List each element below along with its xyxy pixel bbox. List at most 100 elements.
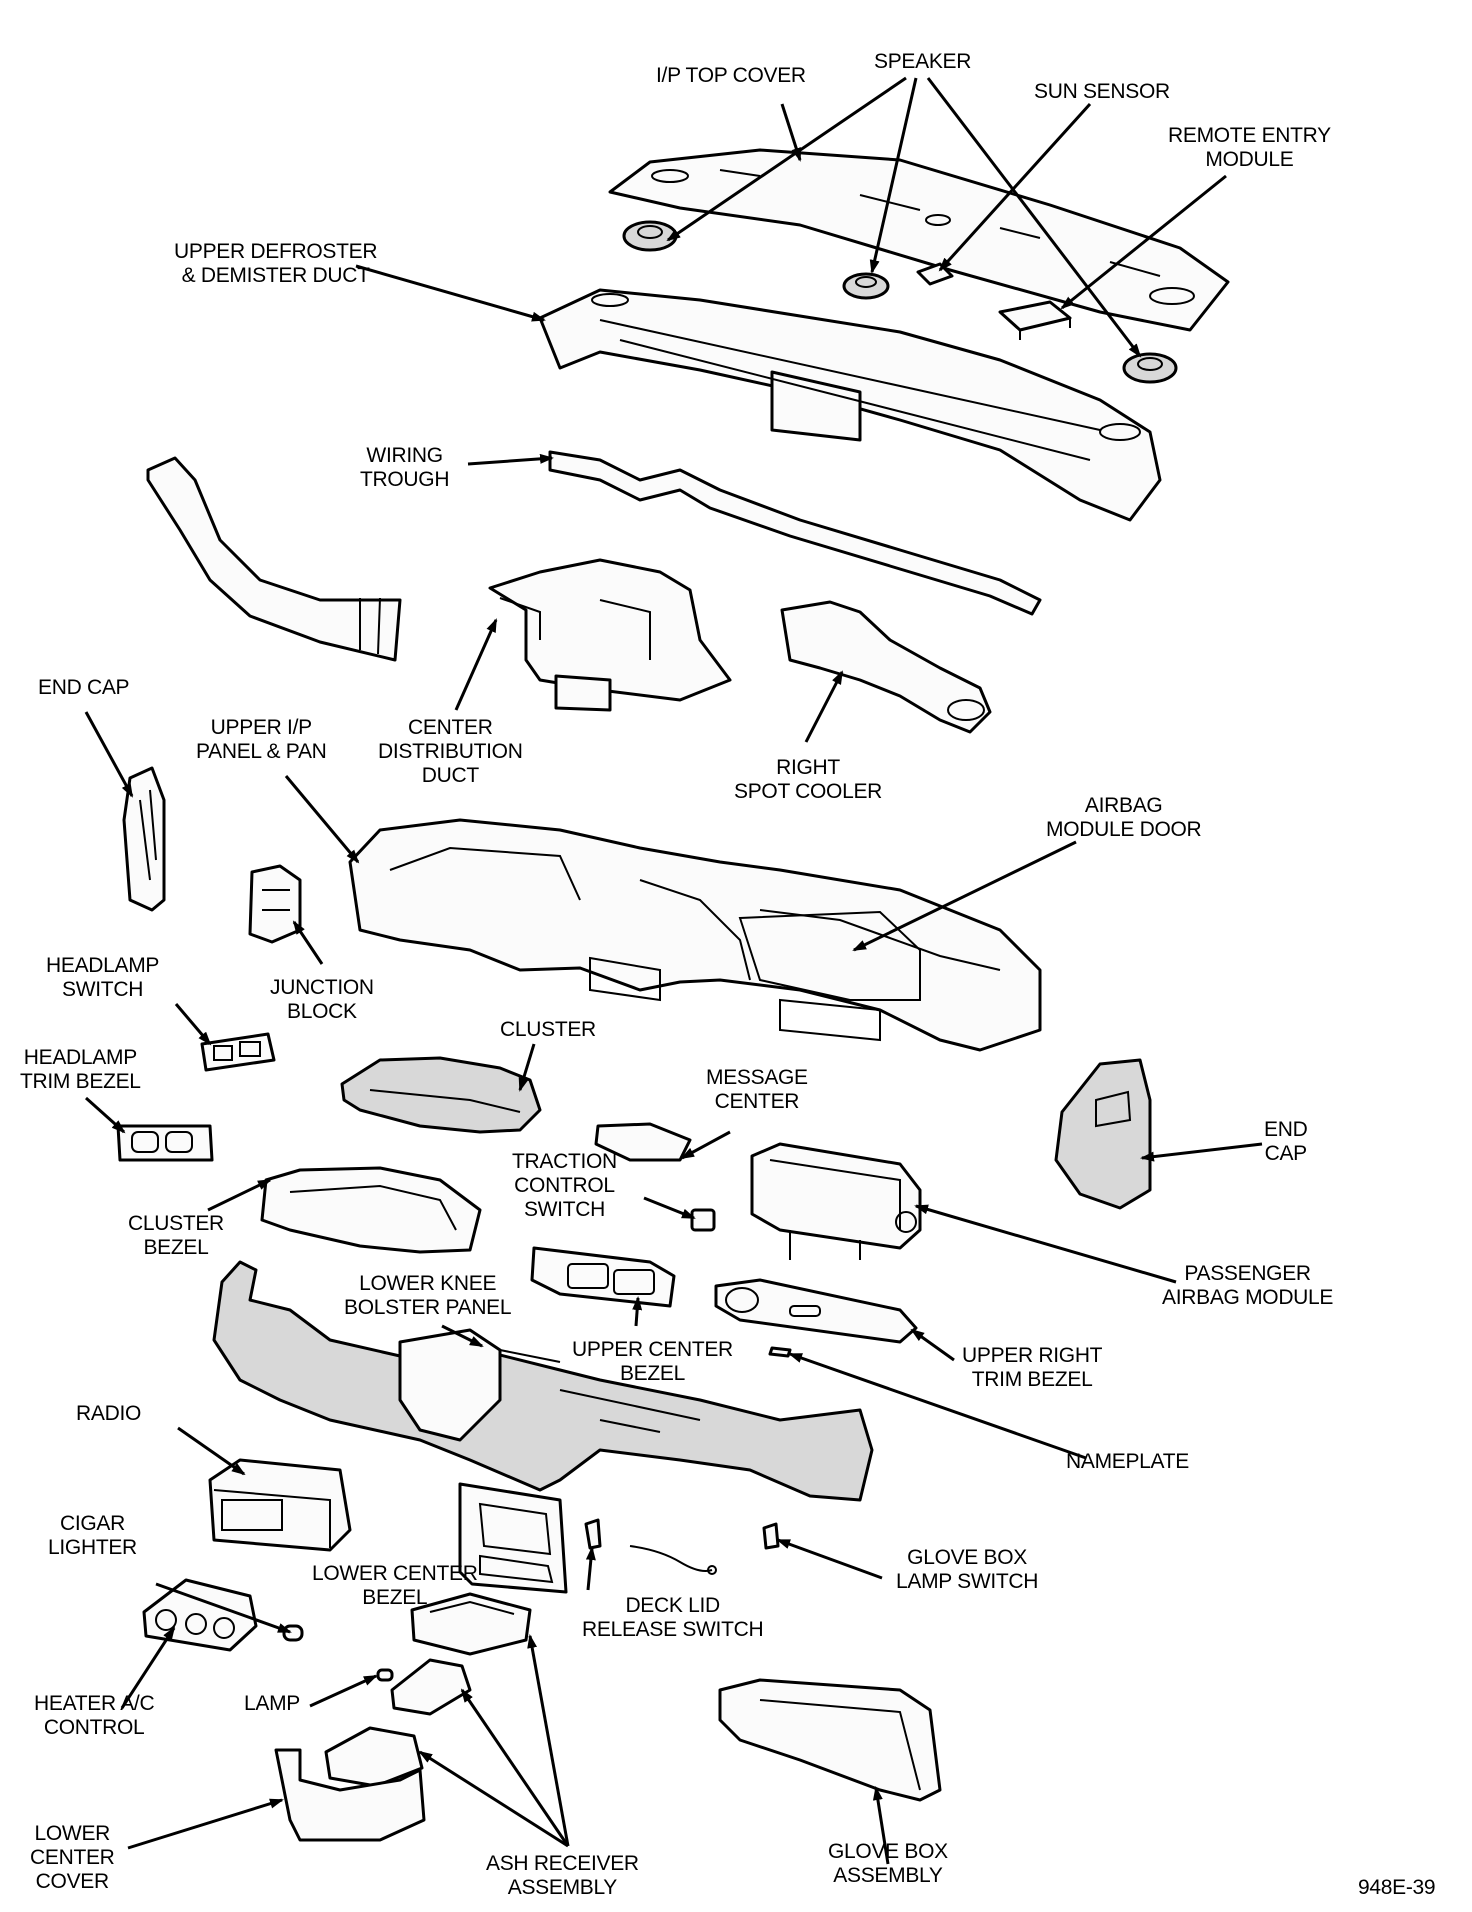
label-cigar-lighter: CIGAR LIGHTER <box>48 1512 137 1560</box>
upper-defroster-demister-duct-part <box>538 288 1162 522</box>
label-speaker: SPEAKER <box>874 50 971 74</box>
label-upper-center-bezel-line-1: UPPER CENTER <box>572 1338 733 1361</box>
label-glove-box-lamp-switch-line-2: LAMP SWITCH <box>896 1570 1039 1593</box>
label-right-spot-cooler-line-2: SPOT COOLER <box>734 780 883 803</box>
label-airbag-module-door-line-2: MODULE DOOR <box>1046 818 1202 841</box>
label-lamp: LAMP <box>244 1692 300 1716</box>
ash-receiver-cup-part <box>324 1726 424 1788</box>
headlamp-switch-part <box>200 1032 276 1072</box>
label-upper-defroster: UPPER DEFROSTER & DEMISTER DUCT <box>174 240 378 288</box>
label-lower-center-bezel-line-2: BEZEL <box>362 1586 428 1609</box>
label-end-cap-right-line-1: END <box>1264 1118 1308 1141</box>
ash-receiver-bracket-part <box>390 1658 472 1716</box>
traction-control-switch-part <box>690 1208 716 1232</box>
center-distribution-duct-part <box>488 558 732 712</box>
label-message-center-line-1: MESSAGE <box>706 1066 808 1089</box>
label-upper-ip-panel: UPPER I/P PANEL & PAN <box>196 716 327 764</box>
label-deck-lid-release-switch: DECK LID RELEASE SWITCH <box>582 1594 764 1642</box>
label-remote-entry-module-line-1: REMOTE ENTRY <box>1168 124 1331 147</box>
label-right-spot-cooler: RIGHT SPOT COOLER <box>734 756 882 804</box>
label-upper-center-bezel: UPPER CENTER BEZEL <box>572 1338 733 1386</box>
label-upper-ip-panel-line-2: PANEL & PAN <box>196 740 327 763</box>
label-end-cap-right-line-2: CAP <box>1264 1142 1308 1165</box>
label-wiring-trough-line-2: TROUGH <box>360 468 450 491</box>
nameplate-part <box>768 1346 792 1358</box>
label-cigar-lighter-line-1: CIGAR <box>59 1512 125 1535</box>
label-glove-box-assembly: GLOVE BOX ASSEMBLY <box>828 1840 948 1888</box>
label-upper-defroster-line-2: & DEMISTER DUCT <box>181 264 370 287</box>
label-lower-center-cover-line-1: LOWER <box>34 1822 111 1845</box>
label-nameplate-line-1: NAMEPLATE <box>1066 1450 1189 1473</box>
label-center-distribution-duct-line-2: DISTRIBUTION <box>378 740 523 763</box>
label-lower-center-cover-line-2: CENTER <box>30 1846 115 1869</box>
left-duct-hose-part <box>146 456 402 662</box>
label-traction-control-switch: TRACTION CONTROL SWITCH <box>512 1150 617 1222</box>
ash-receiver-tray-part <box>410 1592 532 1656</box>
remote-entry-module-part <box>998 300 1072 340</box>
label-nameplate: NAMEPLATE <box>1066 1450 1189 1474</box>
lamp-part <box>376 1668 394 1682</box>
label-upper-right-trim-bezel: UPPER RIGHT TRIM BEZEL <box>962 1344 1103 1392</box>
label-traction-control-switch-line-2: CONTROL <box>514 1174 615 1197</box>
figure-id-text: 948E-39 <box>1358 1876 1436 1899</box>
label-radio: RADIO <box>76 1402 141 1426</box>
label-heater-ac-control: HEATER A/C CONTROL <box>34 1692 155 1740</box>
label-lower-knee-bolster-line-2: BOLSTER PANEL <box>344 1296 512 1319</box>
label-ip-top-cover-line-1: I/P TOP COVER <box>656 64 806 87</box>
speaker-left-part <box>622 220 678 252</box>
label-glove-box-assembly-line-2: ASSEMBLY <box>833 1864 943 1887</box>
label-sun-sensor: SUN SENSOR <box>1034 80 1170 104</box>
deck-lid-release-switch-part <box>584 1518 602 1550</box>
label-headlamp-switch-line-1: HEADLAMP <box>46 954 160 977</box>
label-wiring-trough-line-1: WIRING <box>366 444 443 467</box>
label-upper-right-trim-bezel-line-1: UPPER RIGHT <box>962 1344 1103 1367</box>
label-upper-center-bezel-line-2: BEZEL <box>619 1362 685 1385</box>
label-ip-top-cover: I/P TOP COVER <box>656 64 806 88</box>
label-headlamp-trim-bezel: HEADLAMP TRIM BEZEL <box>20 1046 141 1094</box>
label-message-center: MESSAGE CENTER <box>706 1066 808 1114</box>
label-ash-receiver-assembly-line-2: ASSEMBLY <box>507 1876 618 1899</box>
label-airbag-module-door-line-1: AIRBAG <box>1084 794 1163 817</box>
label-ash-receiver-assembly-line-1: ASH RECEIVER <box>486 1852 639 1875</box>
radio-part <box>208 1458 352 1552</box>
lower-knee-bolster-panel-part <box>212 1260 874 1502</box>
label-lower-center-bezel: LOWER CENTER BEZEL <box>312 1562 478 1610</box>
label-junction-block-line-2: BLOCK <box>287 1000 357 1023</box>
message-center-part <box>594 1122 692 1162</box>
label-passenger-airbag-module-line-2: AIRBAG MODULE <box>1162 1286 1334 1309</box>
lower-center-bezel-part <box>458 1482 568 1594</box>
label-lamp-line-1: LAMP <box>244 1692 300 1715</box>
label-headlamp-trim-bezel-line-1: HEADLAMP <box>23 1046 137 1069</box>
label-ash-receiver-assembly: ASH RECEIVER ASSEMBLY <box>486 1852 639 1900</box>
wiring-trough-part <box>548 450 1042 616</box>
label-deck-lid-release-switch-line-1: DECK LID <box>625 1594 720 1617</box>
right-spot-cooler-part <box>780 600 992 734</box>
glove-box-assembly-part <box>718 1678 942 1802</box>
cluster-bezel-part <box>260 1166 482 1254</box>
label-message-center-line-2: CENTER <box>714 1090 800 1113</box>
label-glove-box-assembly-line-1: GLOVE BOX <box>828 1840 948 1863</box>
label-end-cap-left: END CAP <box>38 676 130 700</box>
label-glove-box-lamp-switch: GLOVE BOX LAMP SWITCH <box>896 1546 1038 1594</box>
label-end-cap-left-line-1: END CAP <box>38 676 130 699</box>
label-heater-ac-control-line-1: HEATER A/C <box>34 1692 155 1715</box>
label-cluster-bezel: CLUSTER BEZEL <box>128 1212 224 1260</box>
glove-box-lamp-switch-part <box>762 1522 780 1550</box>
label-center-distribution-duct: CENTER DISTRIBUTION DUCT <box>378 716 523 788</box>
label-upper-right-trim-bezel-line-2: TRIM BEZEL <box>971 1368 1093 1391</box>
label-cigar-lighter-line-2: LIGHTER <box>48 1536 137 1559</box>
end-cap-right-part <box>1054 1058 1152 1210</box>
label-headlamp-switch: HEADLAMP SWITCH <box>46 954 159 1002</box>
label-upper-ip-panel-line-1: UPPER I/P <box>210 716 312 739</box>
label-deck-lid-release-switch-line-2: RELEASE SWITCH <box>582 1618 764 1641</box>
label-junction-block-line-1: JUNCTION <box>270 976 374 999</box>
label-headlamp-switch-line-2: SWITCH <box>62 978 144 1001</box>
label-glove-box-lamp-switch-line-1: GLOVE BOX <box>907 1546 1028 1569</box>
label-lower-knee-bolster: LOWER KNEE BOLSTER PANEL <box>344 1272 512 1320</box>
cigar-lighter-part <box>282 1624 304 1642</box>
label-heater-ac-control-line-2: CONTROL <box>43 1716 145 1739</box>
ip-top-cover-part <box>608 148 1230 332</box>
label-passenger-airbag-module-line-1: PASSENGER <box>1184 1262 1311 1285</box>
leader-arrows <box>84 76 1263 1865</box>
